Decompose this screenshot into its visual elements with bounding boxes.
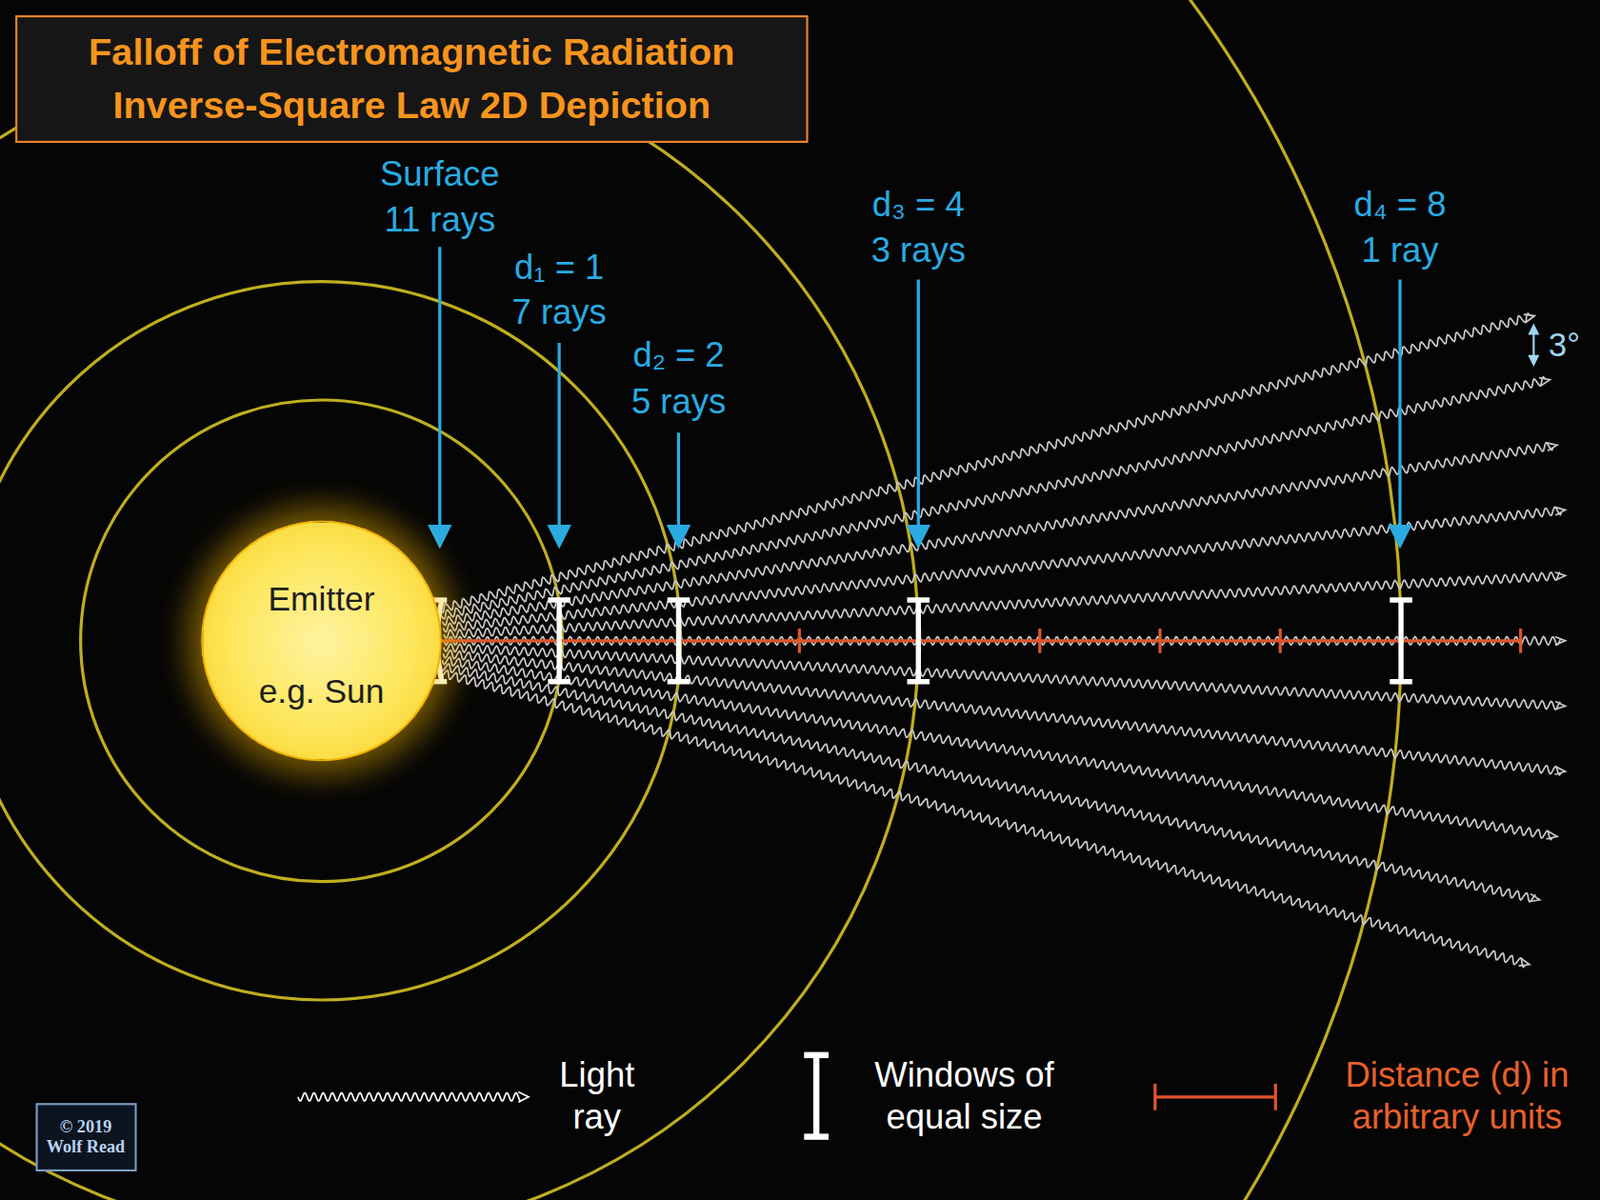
ray-head bbox=[1518, 958, 1529, 966]
light-ray bbox=[442, 507, 1561, 633]
distance-axis bbox=[321, 628, 1521, 654]
light-ray bbox=[443, 571, 1560, 639]
ray-head bbox=[1554, 766, 1565, 776]
light-ray bbox=[442, 650, 1561, 776]
window bbox=[667, 600, 691, 682]
angle-arrow bbox=[1529, 325, 1539, 365]
distance-tick bbox=[1519, 628, 1522, 654]
ray-head bbox=[1555, 637, 1566, 646]
light-ray bbox=[441, 442, 1553, 626]
title: Falloff of Electromagnetic Radiation Inv… bbox=[23, 25, 800, 134]
ray-count: 5 rays bbox=[631, 380, 726, 422]
copyright-frame bbox=[37, 1103, 137, 1171]
ray-head bbox=[1546, 442, 1558, 451]
ray-head bbox=[1555, 700, 1566, 710]
callout-arrows bbox=[440, 246, 1400, 543]
light-ray bbox=[440, 313, 1531, 613]
equal-windows bbox=[428, 600, 1413, 682]
distance-rings bbox=[0, 0, 1401, 1200]
window bbox=[907, 600, 931, 682]
emitter-label: e.g. Sun bbox=[259, 672, 385, 712]
callout-label: d₁ = 1 bbox=[514, 246, 604, 289]
emitter-label: Emitter bbox=[268, 580, 376, 620]
ray-head bbox=[1555, 572, 1566, 581]
callout-label: d₄ = 8 bbox=[1354, 182, 1447, 225]
distance-tick bbox=[798, 628, 801, 654]
ray-head bbox=[1523, 314, 1535, 322]
callout-label: d₃ = 4 bbox=[872, 182, 965, 225]
title-box: Falloff of Electromagnetic Radiation Inv… bbox=[15, 15, 809, 143]
legend-text: Windows of equal size bbox=[846, 1054, 1081, 1138]
legend-text: Distance (d) in arbitrary units bbox=[1323, 1054, 1592, 1138]
callout-label: Surface bbox=[380, 152, 500, 195]
copyright: © 2019 Wolf Read bbox=[44, 1117, 127, 1158]
ray-count: 11 rays bbox=[383, 199, 496, 241]
light-ray bbox=[440, 377, 1545, 620]
window bbox=[1389, 600, 1413, 682]
angle-label: 3° bbox=[1548, 325, 1580, 365]
ray-head bbox=[1546, 830, 1558, 839]
callout-label: d₂ = 2 bbox=[632, 334, 724, 377]
ray-head bbox=[1528, 893, 1540, 901]
distance-tick bbox=[1038, 628, 1041, 654]
emitter-circle: Emitter e.g. Sun bbox=[200, 520, 442, 761]
light-ray bbox=[440, 670, 1525, 967]
window bbox=[547, 600, 571, 682]
legend-text: Light ray bbox=[556, 1054, 639, 1138]
distance-tick bbox=[1279, 628, 1282, 654]
ray-head bbox=[1554, 506, 1565, 516]
ray-count: 3 rays bbox=[871, 229, 966, 272]
distance-tick bbox=[1158, 628, 1161, 654]
legend-samples bbox=[298, 1055, 1276, 1138]
ray-count: 1 ray bbox=[1361, 229, 1440, 272]
light-ray bbox=[443, 643, 1560, 710]
ray-count: 7 rays bbox=[512, 291, 607, 334]
ray-head bbox=[1539, 378, 1550, 386]
light-ray bbox=[441, 657, 1552, 840]
